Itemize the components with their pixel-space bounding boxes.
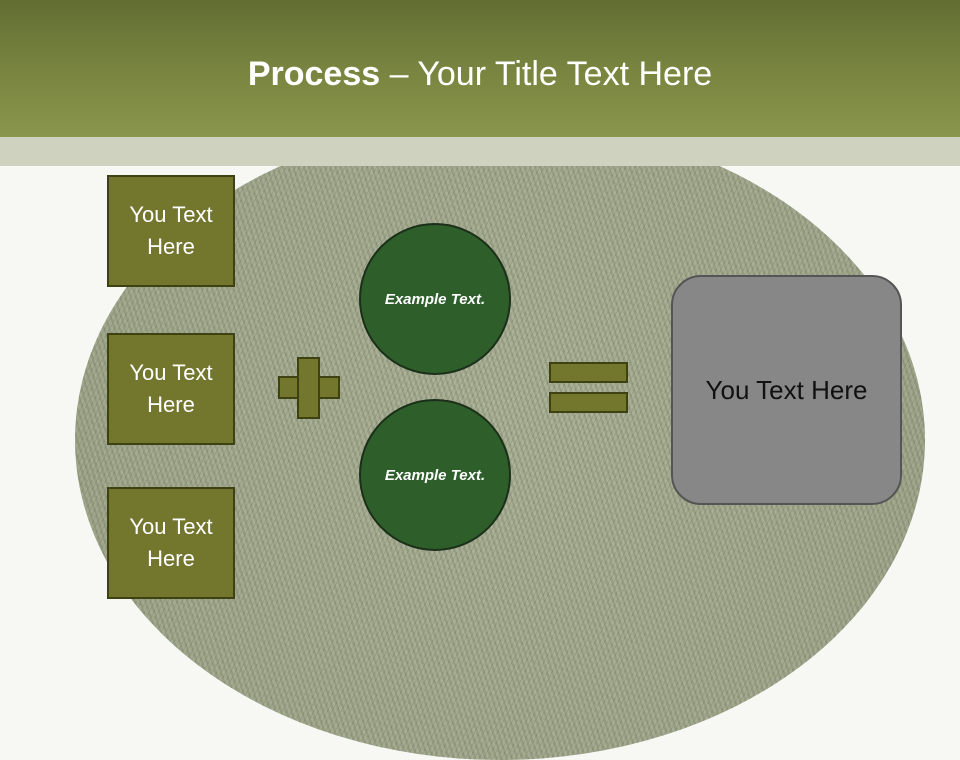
equals-icon-bottom-bar	[549, 392, 628, 413]
slide-title: Process – Your Title Text Here	[0, 52, 960, 96]
result-box-label: You Text Here	[705, 375, 868, 405]
result-box[interactable]: You Text Here	[671, 275, 902, 505]
example-circle-label: Example Text.	[384, 290, 486, 308]
plus-center	[299, 378, 318, 397]
equals-icon-top-bar	[549, 362, 628, 383]
title-bar	[0, 0, 960, 137]
left-text-box-label: You Text Here	[129, 514, 213, 571]
example-circle-2[interactable]: Example Text.	[359, 399, 511, 551]
plus-icon	[278, 357, 340, 419]
slide-title-rest: – Your Title Text Here	[380, 55, 713, 93]
left-text-box-3[interactable]: You Text Here	[107, 487, 235, 599]
left-text-box-1[interactable]: You Text Here	[107, 175, 235, 287]
left-text-box-label: You Text Here	[129, 202, 213, 259]
title-bar-stripe	[0, 137, 960, 166]
left-text-box-label: You Text Here	[129, 360, 213, 417]
left-text-box-2[interactable]: You Text Here	[107, 333, 235, 445]
slide-title-bold: Process	[247, 55, 381, 93]
example-circle-1[interactable]: Example Text.	[359, 223, 511, 375]
example-circle-label: Example Text.	[384, 466, 486, 484]
